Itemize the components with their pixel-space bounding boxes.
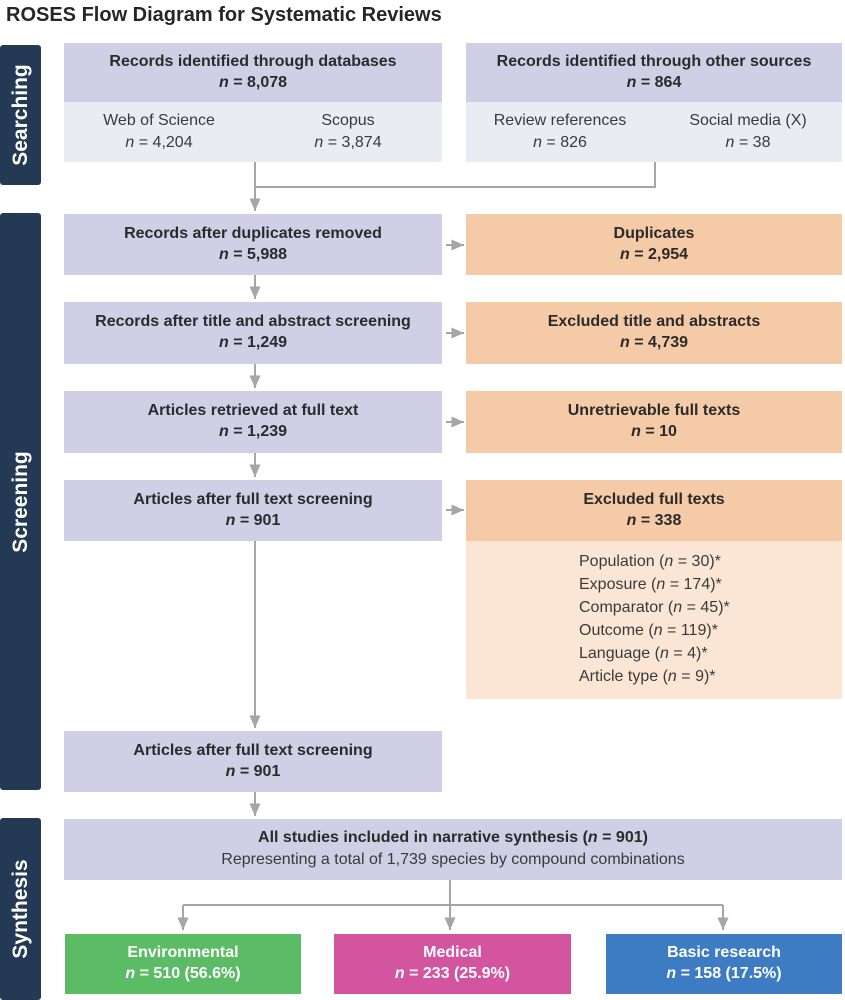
source-social-media: Social media (X) n = 38 (689, 112, 807, 151)
stage-screening: Screening (0, 213, 41, 790)
narrative-synthesis-box: All studies included in narrative synthe… (64, 819, 842, 880)
exclusion-duplicates: Duplicates n = 2,954 (466, 214, 842, 275)
exclusion-title-abstracts: Excluded title and abstracts n = 4,739 (466, 302, 842, 364)
stage-searching: Searching (0, 45, 41, 185)
reason-language: Language (n = 4)* (579, 645, 708, 662)
reason-outcome: Outcome (n = 119)* (579, 622, 718, 639)
reason-population: Population (n = 30)* (579, 553, 721, 570)
exclusion-unretrievable: Unretrievable full texts n = 10 (466, 391, 842, 453)
source-scopus: Scopus n = 3,874 (314, 112, 382, 151)
category-environmental: Environmental n = 510 (56.6%) (65, 934, 301, 994)
other-sources-records-box: Records identified through other sources… (466, 43, 842, 102)
reason-article-type: Article type (n = 9)* (579, 668, 716, 685)
category-medical: Medical n = 233 (25.9%) (334, 934, 571, 994)
diagram-title: ROSES Flow Diagram for Systematic Review… (6, 4, 442, 26)
step-full-text-screening: Articles after full text screening n = 9… (64, 480, 442, 541)
step-duplicates-removed: Records after duplicates removed n = 5,9… (64, 214, 442, 275)
source-review-references: Review references n = 826 (493, 112, 627, 151)
exclusion-reasons-list: Population (n = 30)* Exposure (n = 174)*… (579, 550, 730, 688)
exclusion-full-texts: Excluded full texts n = 338 (466, 480, 842, 541)
source-web-of-science: Web of Science n = 4,204 (103, 112, 215, 151)
reason-exposure: Exposure (n = 174)* (579, 576, 722, 593)
exclusion-reasons-box: Population (n = 30)* Exposure (n = 174)*… (466, 541, 842, 699)
category-basic-research: Basic research n = 158 (17.5%) (606, 934, 842, 994)
reason-comparator: Comparator (n = 45)* (579, 599, 730, 616)
stage-synthesis: Synthesis (0, 818, 41, 1000)
step-title-abstract-screening: Records after title and abstract screeni… (64, 302, 442, 364)
other-sources-breakdown-box: Review references n = 826 Social media (… (466, 102, 842, 162)
step-full-text-retrieved: Articles retrieved at full text n = 1,23… (64, 391, 442, 453)
databases-breakdown-box: Web of Science n = 4,204 Scopus n = 3,87… (64, 102, 442, 162)
step-included-articles: Articles after full text screening n = 9… (64, 731, 442, 792)
databases-records-box: Records identified through databases n =… (64, 43, 442, 102)
